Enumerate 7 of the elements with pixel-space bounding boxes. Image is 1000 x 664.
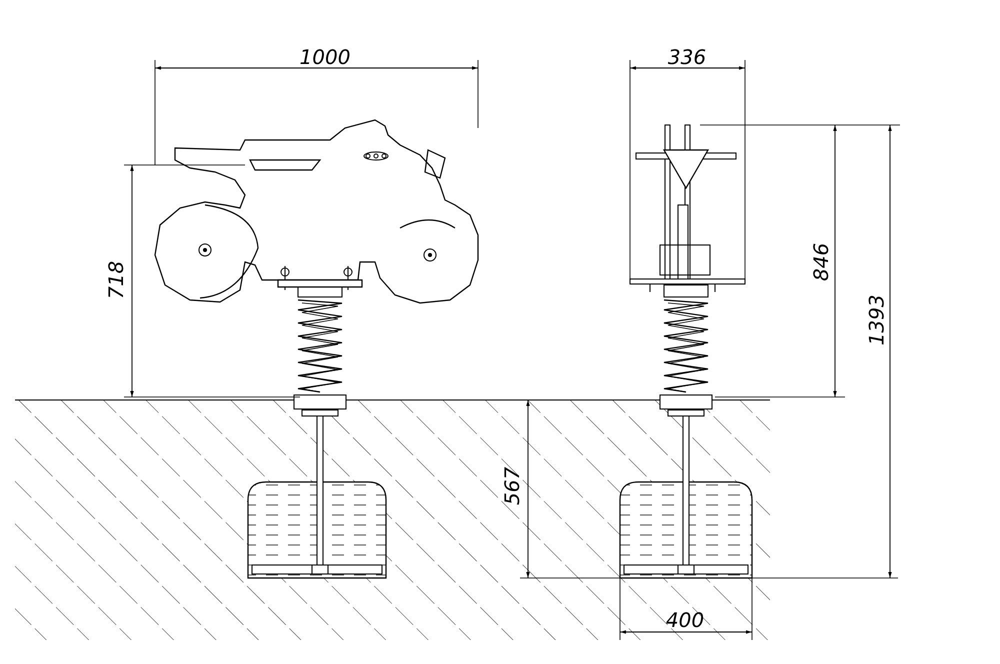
dimension-value: 400 xyxy=(666,610,704,630)
dimension-value: 1000 xyxy=(300,47,350,67)
dimension-value: 718 xyxy=(106,260,126,300)
dimension-value: 567 xyxy=(502,466,522,506)
dimension-value: 1393 xyxy=(866,294,886,346)
dimension-value: 846 xyxy=(811,242,831,282)
dimension-value: 336 xyxy=(668,47,706,67)
